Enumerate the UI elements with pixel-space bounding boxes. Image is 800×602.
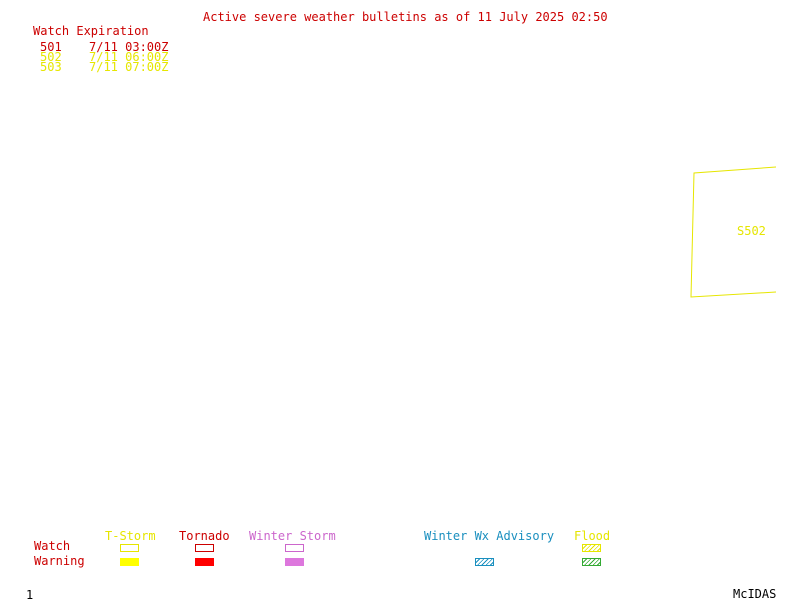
bulletin-title: Active severe weather bulletins as of 11… [203,10,608,24]
watch-id: 501 [40,40,62,54]
legend-tstorm-watch-swatch [120,544,139,552]
watch-polygon-s502[interactable] [690,166,777,298]
legend-winter-storm-label: Winter Storm [249,529,336,543]
software-label: McIDAS [733,587,777,601]
legend-watch-label: Watch [34,539,71,553]
legend-flood-label: Flood [574,529,611,543]
page-number: 1 [26,588,34,602]
legend-tornado-watch-swatch [195,544,214,552]
legend-flood-warning-swatch [582,558,601,566]
watch-expiration: 7/11 06:00Z [89,50,169,64]
watch-expiration: 7/11 03:00Z [89,40,169,54]
legend-tornado-warning-swatch [195,558,214,566]
watch-id: 502 [40,50,62,64]
watch-table-header: Watch Expiration [33,24,149,38]
legend-winter-storm-watch-swatch [285,544,304,552]
legend-tornado-label: Tornado [179,529,230,543]
legend-winter-advisory-swatch [475,558,494,566]
watch-polygon-label: S502 [737,224,766,238]
watch-expiration: 7/11 07:00Z [89,60,169,74]
legend-winter-advisory-label: Winter Wx Advisory [424,529,555,543]
watch-id: 503 [40,60,62,74]
legend-winter-storm-warning-swatch [285,558,304,566]
legend-tstorm-warning-swatch [120,558,139,566]
legend-warning-label: Warning [34,554,85,568]
legend-tstorm-label: T-Storm [105,529,156,543]
legend-flood-watch-swatch [582,544,601,552]
